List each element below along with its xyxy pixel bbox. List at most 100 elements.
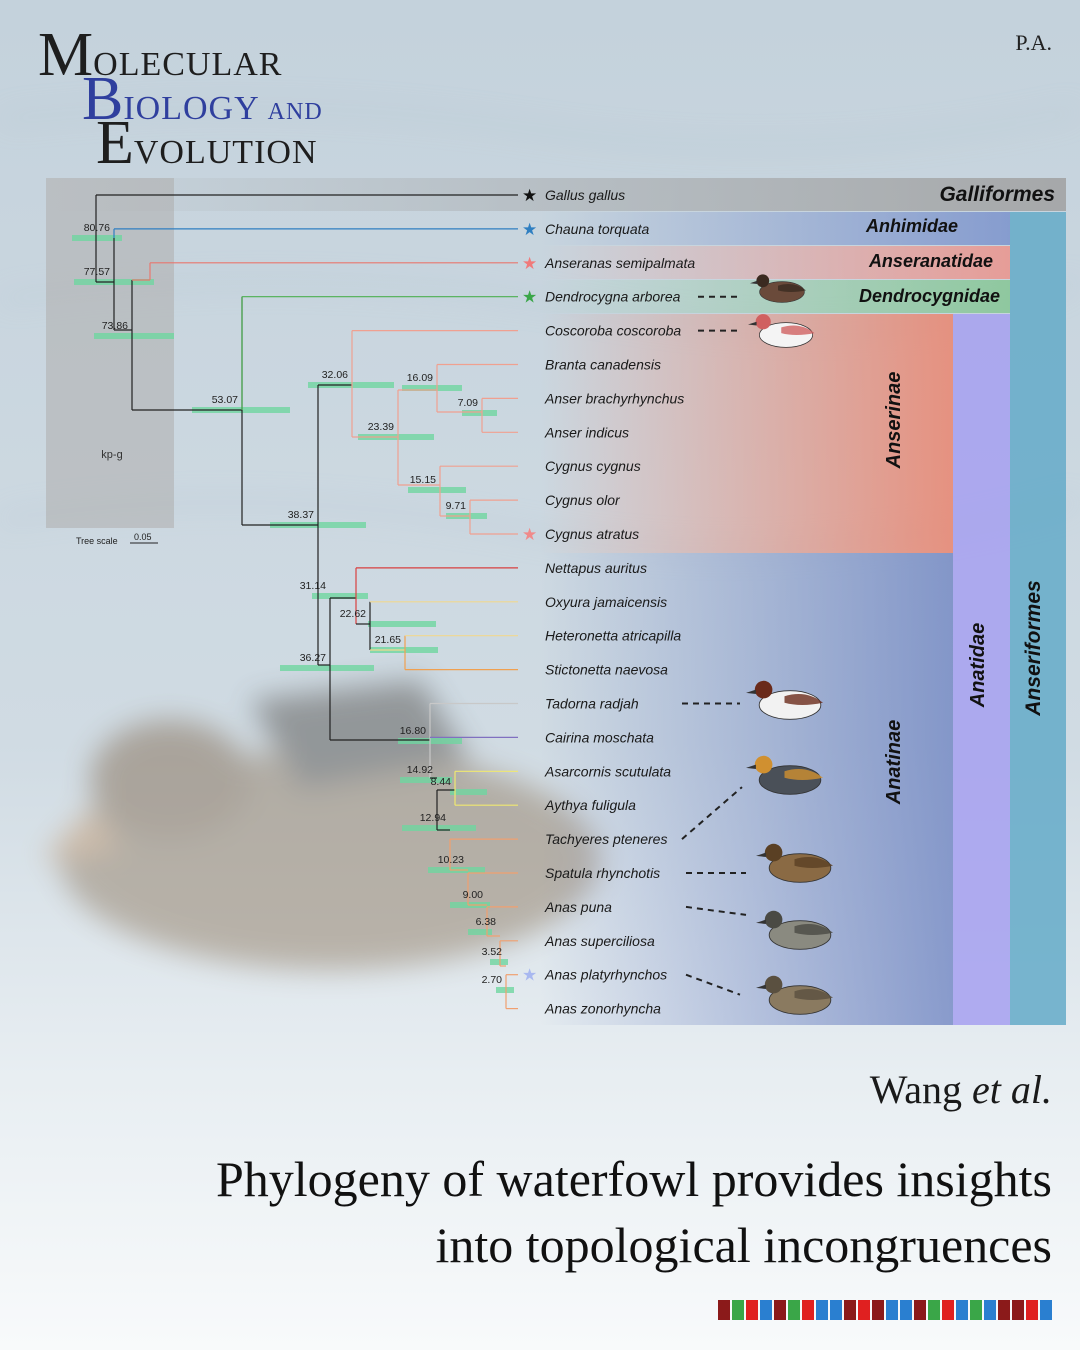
node-age-label: 23.39 xyxy=(368,421,394,433)
anatidae-band xyxy=(953,314,1010,1025)
logo-word-and: AND xyxy=(267,99,323,125)
color-bar-segment xyxy=(774,1300,786,1320)
taxon-label-cairina-moschata: Cairina moschata xyxy=(545,729,654,745)
node-age-label: 2.70 xyxy=(482,974,503,986)
node-age-label: 16.80 xyxy=(400,725,426,737)
group-label-anatinae: Anatinae xyxy=(883,720,905,805)
taxon-label-chauna-torquata: Chauna torquata xyxy=(545,221,650,237)
taxon-label-asarcornis-scutulata: Asarcornis scutulata xyxy=(544,763,671,779)
taxon-label-anser-brachyrhynchus: Anser brachyrhynchus xyxy=(544,390,684,406)
node-age-bar xyxy=(408,487,466,493)
logo-letter-e: E xyxy=(96,109,134,177)
logo-word-molecular: OLECULAR xyxy=(93,46,283,83)
color-bar-segment xyxy=(998,1300,1010,1320)
color-bar-segment xyxy=(956,1300,968,1320)
taxon-label-anas-platyrhynchos: Anas platyrhynchos xyxy=(544,967,667,983)
node-age-label: 9.71 xyxy=(446,500,467,512)
gray-duck-illustration xyxy=(756,910,833,950)
node-age-label: 31.14 xyxy=(300,580,326,592)
color-bar-segment xyxy=(816,1300,828,1320)
color-bar-segment xyxy=(1012,1300,1024,1320)
color-bar-segment xyxy=(872,1300,884,1320)
logo-letter-m: M xyxy=(38,21,94,89)
taxon-label-cygnus-atratus: Cygnus atratus xyxy=(545,526,639,542)
title-line-2: into topological incongruences xyxy=(435,1217,1052,1273)
dashed-leader-line xyxy=(681,786,743,840)
node-age-label: 12.94 xyxy=(420,812,446,824)
author-etal: et al. xyxy=(972,1067,1052,1112)
node-age-bar xyxy=(368,621,436,627)
taxon-label-aythya-fuligula: Aythya fuligula xyxy=(544,797,636,813)
tree-scale-label: Tree scale xyxy=(76,536,118,546)
node-age-label: 77.57 xyxy=(84,266,110,278)
color-bar-segment xyxy=(788,1300,800,1320)
node-age-bar xyxy=(400,777,452,783)
color-bar-segment xyxy=(746,1300,758,1320)
taxon-label-tachyeres-pteneres: Tachyeres pteneres xyxy=(545,831,667,847)
node-age-bar xyxy=(94,333,174,339)
node-age-label: 16.09 xyxy=(407,372,433,384)
group-label-dendrocygnidae: Dendrocygnidae xyxy=(859,286,1000,306)
tree-scale-value: 0.05 xyxy=(134,532,152,542)
node-age-label: 7.09 xyxy=(458,397,479,409)
whistling-duck-illustration xyxy=(750,274,806,303)
logo-word-biology: IOLOGY xyxy=(123,90,260,127)
group-label-anseranatidae: Anseranatidae xyxy=(868,251,993,271)
node-age-bar xyxy=(496,987,514,993)
node-age-label: 36.27 xyxy=(300,652,326,664)
taxon-label-cygnus-olor: Cygnus olor xyxy=(545,492,621,508)
taxon-label-anas-superciliosa: Anas superciliosa xyxy=(544,933,655,949)
anhimidae-band xyxy=(540,212,1010,245)
shoveler-illustration xyxy=(756,843,833,883)
color-bar-segment xyxy=(900,1300,912,1320)
taxon-label-tadorna-radjah: Tadorna radjah xyxy=(545,696,639,712)
taxon-label-nettapus-auritus: Nettapus auritus xyxy=(545,560,647,576)
node-age-label: 14.92 xyxy=(407,764,433,776)
node-age-label: 9.00 xyxy=(463,889,484,901)
node-age-label: 15.15 xyxy=(410,474,436,486)
node-age-bar xyxy=(450,789,487,795)
title-line-1: Phylogeny of waterfowl provides insights xyxy=(215,1151,1052,1207)
steamer-duck-illustration xyxy=(746,755,823,795)
node-age-label: 10.23 xyxy=(438,854,464,866)
node-age-bar xyxy=(280,665,374,671)
taxon-star-icon: ★ xyxy=(522,288,537,307)
taxon-label-gallus-gallus: Gallus gallus xyxy=(545,187,625,203)
node-age-bar xyxy=(490,959,508,965)
taxon-star-icon: ★ xyxy=(522,220,537,239)
taxon-star-icon: ★ xyxy=(522,525,537,544)
color-bar-segment xyxy=(886,1300,898,1320)
node-age-label: 73.86 xyxy=(102,320,128,332)
kp-g-shaded-box xyxy=(46,178,174,528)
node-age-label: 53.07 xyxy=(212,394,238,406)
node-age-bar xyxy=(462,410,497,416)
group-label-anatidae: Anatidae xyxy=(967,623,989,708)
taxon-label-oxyura-jamaicensis: Oxyura jamaicensis xyxy=(545,594,667,610)
taxon-star-icon: ★ xyxy=(522,966,537,985)
taxon-label-anser-indicus: Anser indicus xyxy=(544,424,629,440)
node-age-bar xyxy=(402,385,462,391)
taxon-label-spatula-rhynchotis: Spatula rhynchotis xyxy=(545,865,660,881)
node-age-label: 22.62 xyxy=(340,608,366,620)
logo-letter-b: B xyxy=(82,65,124,133)
taxon-label-anas-puna: Anas puna xyxy=(544,899,612,915)
taxon-label-cygnus-cygnus: Cygnus cygnus xyxy=(545,458,641,474)
mallard-female-illustration xyxy=(756,975,833,1015)
group-label-anseriformes: Anseriformes xyxy=(1022,580,1045,716)
article-title: Phylogeny of waterfowl provides insights… xyxy=(52,1146,1052,1278)
color-bar-segment xyxy=(802,1300,814,1320)
kp-g-label: kp-g xyxy=(101,449,122,461)
color-bar-segment xyxy=(970,1300,982,1320)
node-age-label: 38.37 xyxy=(288,509,314,521)
taxon-label-dendrocygna-arborea: Dendrocygna arborea xyxy=(545,289,681,305)
group-label-anhimidae: Anhimidae xyxy=(865,216,958,236)
node-age-bar xyxy=(468,929,492,935)
color-bar-segment xyxy=(858,1300,870,1320)
color-bar-segment xyxy=(718,1300,730,1320)
anseranatidae-band xyxy=(540,246,1010,279)
color-bar-segment xyxy=(914,1300,926,1320)
node-age-bar xyxy=(312,593,368,599)
journal-logo: MOLECULAR BIOLOGY AND EVOLUTION xyxy=(38,24,323,174)
logo-word-evolution: VOLUTION xyxy=(133,134,318,171)
